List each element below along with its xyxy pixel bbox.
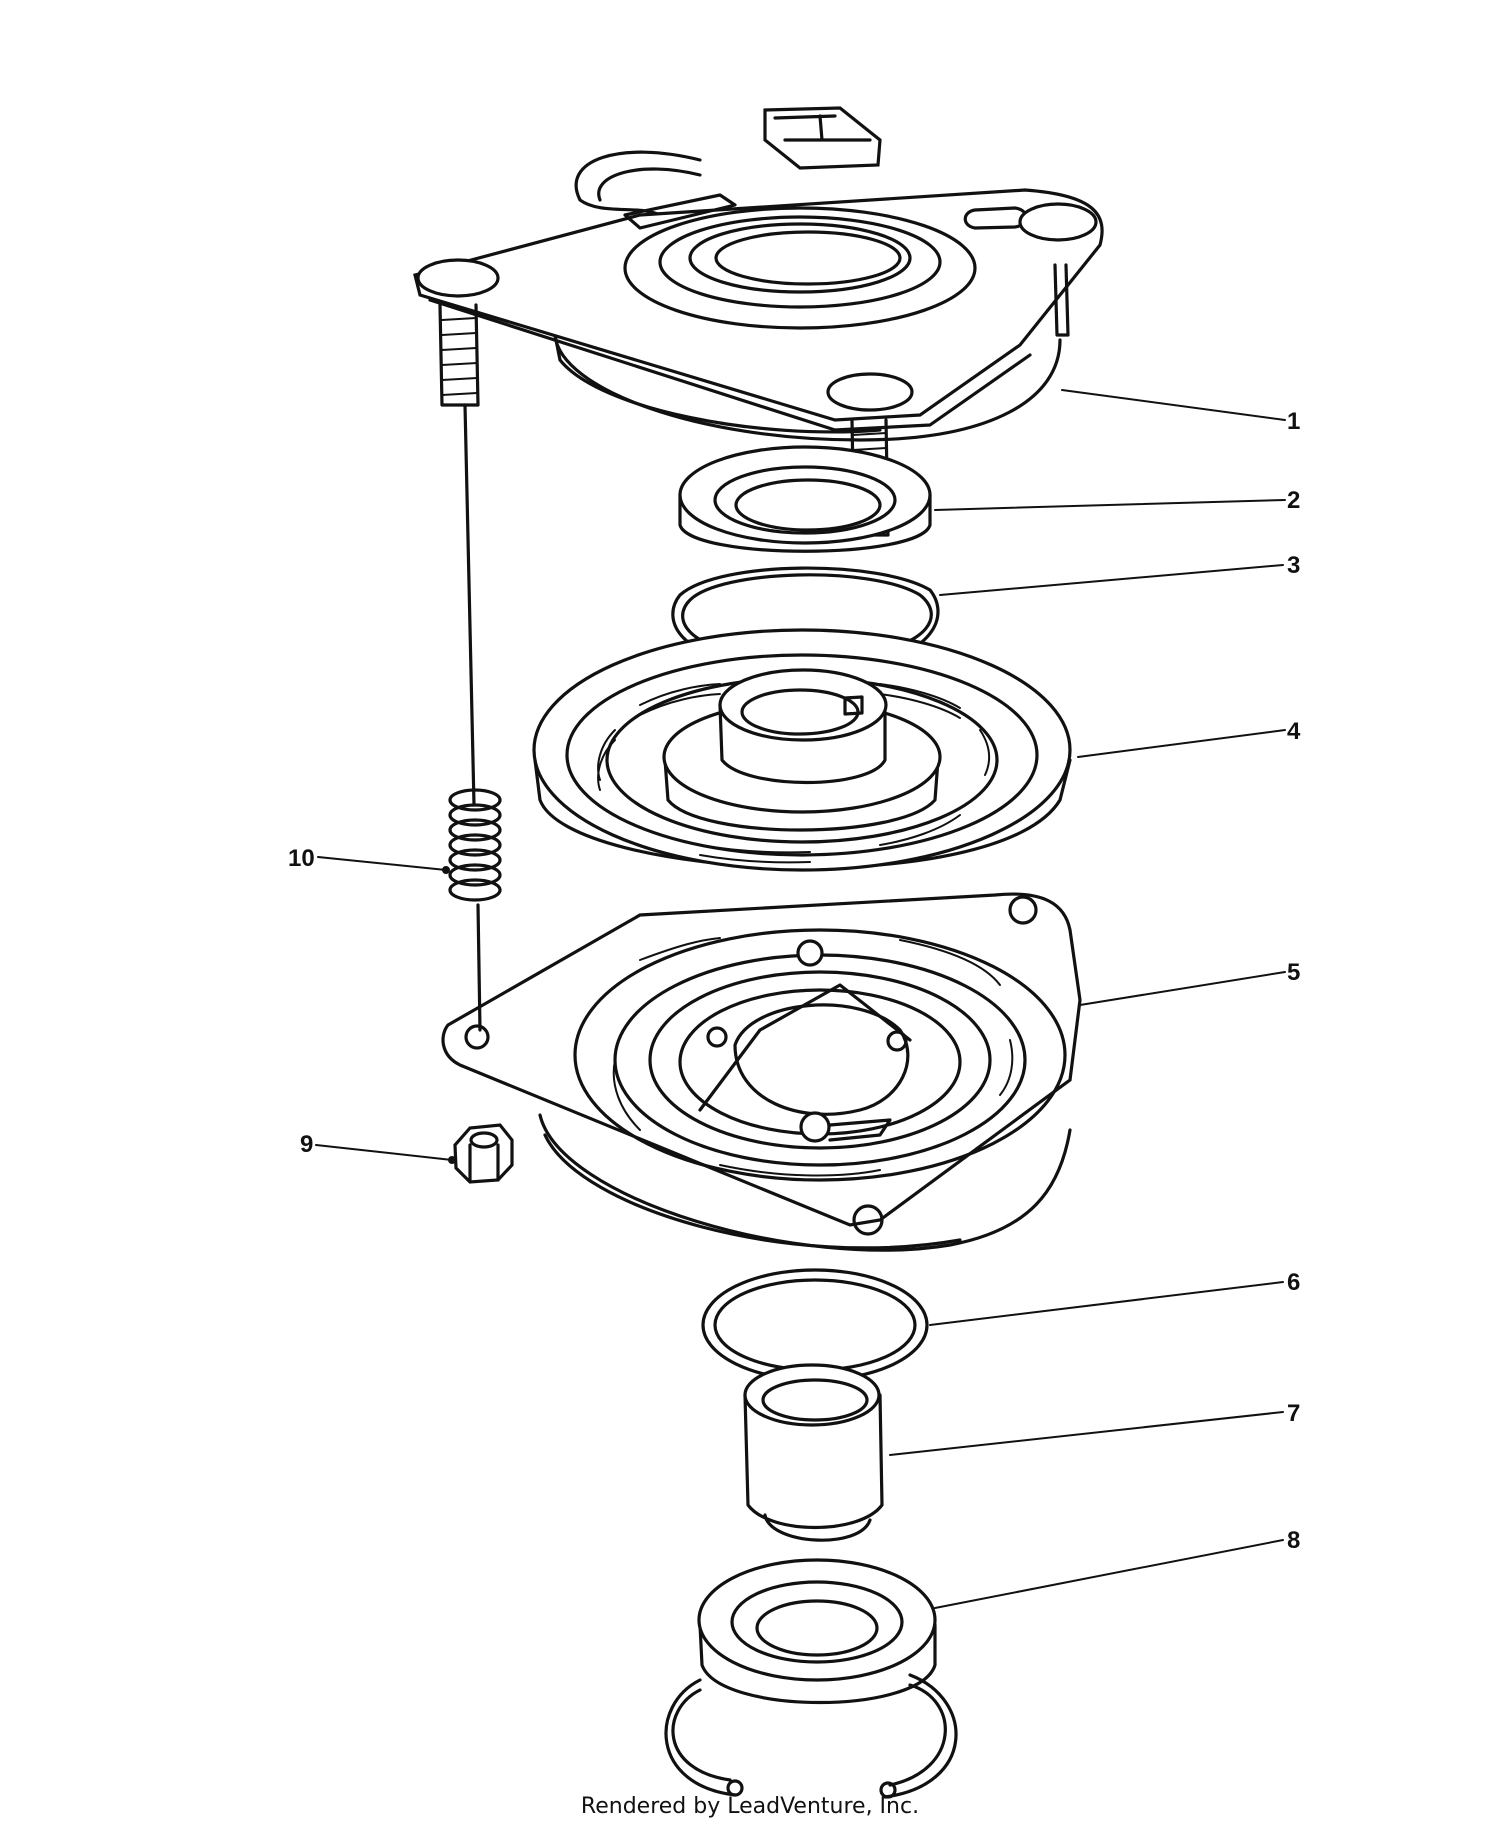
callout-2: 2 (1287, 487, 1300, 514)
part-10-spring (448, 403, 502, 1032)
callout-4: 4 (1287, 718, 1301, 745)
part-1-field-coil-plate (413, 106, 1104, 537)
part-2-bearing (678, 445, 932, 553)
callout-10: 10 (288, 845, 315, 872)
part-7-spacer (743, 1363, 884, 1542)
callout-labels: 1 2 3 4 5 6 7 8 9 10 (288, 408, 1301, 1554)
render-credit: Rendered by LeadVenture, Inc. (580, 1794, 920, 1819)
callout-1: 1 (1287, 408, 1300, 435)
leader-lines (315, 389, 1286, 1609)
callout-3: 3 (1287, 552, 1300, 579)
callout-7: 7 (1287, 1400, 1300, 1427)
callout-5: 5 (1287, 959, 1300, 986)
callout-8: 8 (1287, 1527, 1300, 1554)
callout-6: 6 (1287, 1269, 1300, 1296)
callout-9: 9 (300, 1131, 313, 1158)
part-4-rotor (532, 628, 1072, 872)
part-5-armature-plate (441, 892, 1082, 1252)
part-8-lower-bearing (697, 1558, 937, 1705)
part-9-lock-nut (453, 1123, 514, 1184)
bottom-retaining-ring (664, 1673, 958, 1799)
